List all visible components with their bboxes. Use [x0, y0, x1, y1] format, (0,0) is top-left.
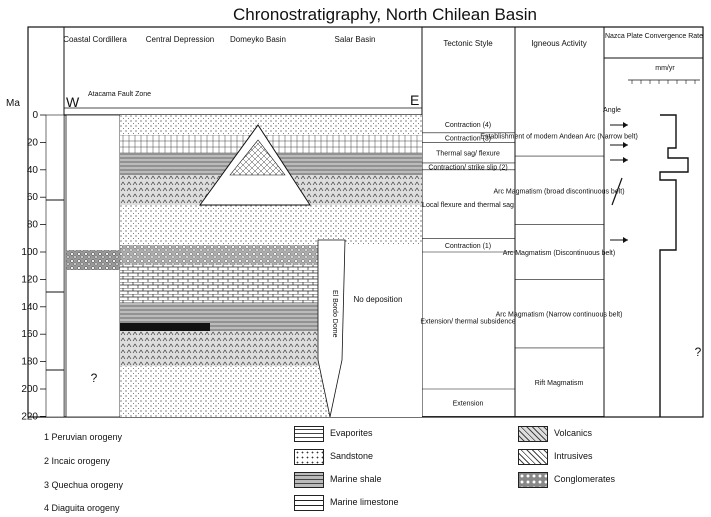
axis-tick-label: 40 [27, 165, 39, 176]
layer-neogene-sand [120, 115, 422, 135]
header-central: Central Depression [146, 35, 214, 44]
swatch-evaporites [294, 426, 324, 442]
orogeny-2: 2 Incaic orogeny [44, 456, 110, 466]
swatch-conglomerates [518, 472, 548, 488]
swatch-marine-shale [294, 472, 324, 488]
nazca-rate-axis [628, 80, 700, 84]
igneous-row-label: Arc Magmatism (broad discontinuous belt) [493, 188, 624, 195]
question-mark-nazca: ? [695, 345, 702, 359]
tectonic-row-label: Thermal sag/ flexure [436, 151, 500, 158]
no-deposition-label: No deposition [354, 295, 403, 304]
coastal-conglomerate [66, 250, 120, 270]
tectonic-row-label: Contraction/ strike slip (2) [428, 164, 507, 171]
period-column [46, 115, 64, 417]
layer-limestone [120, 265, 330, 303]
legend-sandstone: Sandstone [330, 451, 373, 461]
axis-tick-label: 0 [32, 110, 38, 121]
axis-tick-label: 220 [21, 411, 38, 422]
tectonic-row-label: Extension [453, 401, 484, 408]
tectonic-rows: Contraction (4)Contraction (3)Thermal sa… [420, 122, 515, 416]
axis-tick-label: 180 [21, 357, 38, 368]
legend-evaporites: Evaporites [330, 428, 373, 438]
tectonic-row-label: Extension/ thermal subsidence [420, 319, 515, 326]
header-igneous: Igneous Activity [531, 39, 587, 48]
orogeny-1: 1 Peruvian orogeny [44, 432, 122, 442]
layer-basal-sand [120, 366, 330, 417]
axis-tick-label: 140 [21, 302, 38, 313]
rate-unit: mm/yr [655, 65, 675, 72]
igneous-row-label: Rift Magmatism [535, 380, 584, 387]
arrow-head [623, 237, 628, 243]
header-nazca: Nazca Plate Convergence Rate [605, 33, 703, 40]
legend-marine-shale: Marine shale [330, 474, 382, 484]
igneous-row-label: Arc Magmatism (Discontinuous belt) [503, 250, 615, 257]
legend-volcanics: Volcanics [554, 428, 592, 438]
dome-label: El Bordo Dome [331, 290, 338, 338]
tectonic-row-label: Local flexure and thermal sag [422, 202, 514, 209]
legend-conglomerates: Conglomerates [554, 474, 615, 484]
arrow-head [623, 142, 628, 148]
axis-tick-label: 20 [27, 137, 39, 148]
layer-cretaceous-sand [120, 205, 422, 245]
axis-tick-label: 160 [21, 329, 38, 340]
axis-tick-label: 60 [27, 192, 39, 203]
orogeny-4: 4 Diaguita orogeny [44, 503, 120, 513]
header-coastal: Coastal Cordillera [63, 35, 127, 44]
arrow-head [623, 157, 628, 163]
legend-intrusives: Intrusives [554, 451, 593, 461]
tectonic-row-label: Contraction (4) [445, 122, 491, 129]
legend-marine-limestone: Marine limestone [330, 497, 399, 507]
header-tectonic: Tectonic Style [443, 39, 493, 48]
axis-unit: Ma [6, 98, 20, 109]
age-axis-ticks: 0 20 40 60 80 100 120 140 160 180 200 220 [21, 110, 46, 422]
layer-black-shale [120, 323, 210, 331]
igneous-rows: Establishment of modern Andean Arc (Narr… [480, 134, 638, 417]
swatch-volcanics [518, 426, 548, 442]
axis-tick-label: 80 [27, 220, 39, 231]
axis-tick-label: 120 [21, 274, 38, 285]
arrow-head [623, 122, 628, 128]
igneous-row-label: Arc Magmatism (Narrow continuous belt) [496, 312, 623, 319]
east-label: E [410, 92, 419, 108]
swatch-intrusives [518, 449, 548, 465]
orogeny-3: 3 Quechua orogeny [44, 480, 123, 490]
layer-jurassic-volcanics [120, 331, 330, 366]
swatch-marine-limestone [294, 495, 324, 511]
convergence-rate-curve [660, 115, 688, 417]
fault-label: Atacama Fault Zone [88, 91, 151, 98]
axis-tick-label: 200 [21, 384, 38, 395]
question-mark-west: ? [91, 371, 98, 385]
tectonic-row-label: Contraction (1) [445, 243, 491, 250]
swatch-sandstone [294, 449, 324, 465]
igneous-row-label: Establishment of modern Andean Arc (Narr… [480, 134, 638, 141]
header-salar: Salar Basin [335, 35, 376, 44]
header-domeyko: Domeyko Basin [230, 35, 286, 44]
figure-title: Chronostratigraphy, North Chilean Basin [233, 5, 537, 24]
axis-tick-label: 100 [21, 247, 38, 258]
angle-label: Angle [603, 107, 621, 114]
